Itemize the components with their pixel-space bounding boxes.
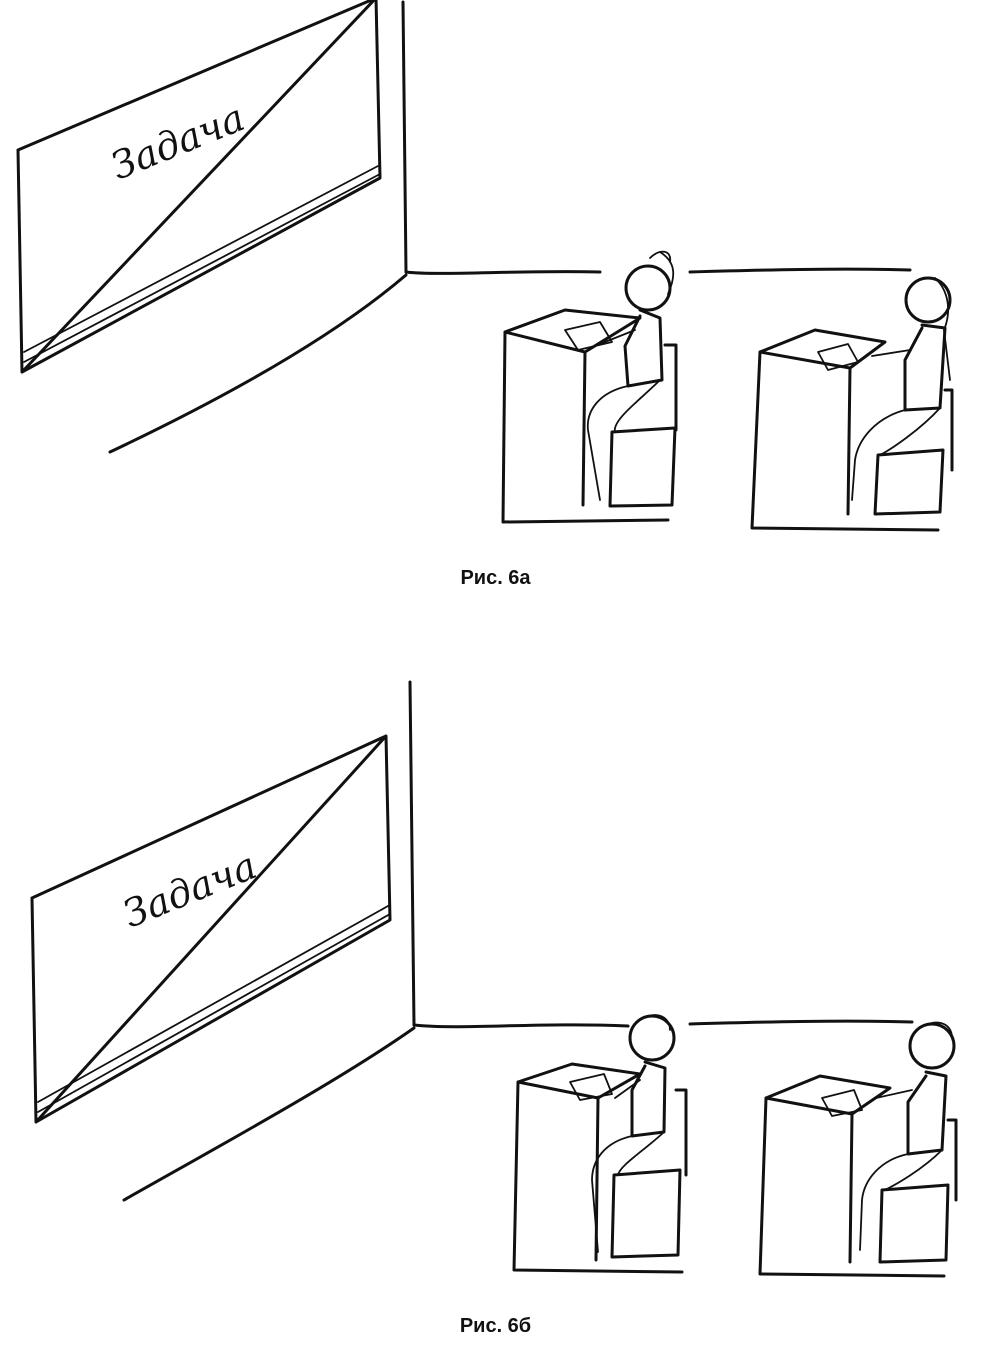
board-text: Задача <box>105 95 251 188</box>
blackboard: Задача <box>30 734 392 1124</box>
wall-corner-line <box>408 680 416 1027</box>
girl-right-upright <box>859 1021 958 1264</box>
blackboard: Задача <box>16 0 382 374</box>
board-text: Задача <box>117 843 263 936</box>
classroom-drawing-b: Задача <box>30 680 958 1278</box>
wall-corner-line <box>401 0 408 274</box>
desk-left <box>512 1062 684 1274</box>
desk-left <box>501 308 670 524</box>
figure-caption-b: Рис. 6б <box>459 1315 532 1337</box>
floor-left-line <box>122 1026 416 1202</box>
figure-6a: Задача <box>0 0 991 560</box>
floor-left-line <box>108 273 408 454</box>
desk-right <box>750 328 940 532</box>
classroom-drawing-a: Задача <box>16 0 954 532</box>
desk-right <box>758 1074 946 1278</box>
girl-left-upright <box>591 1014 688 1259</box>
floor-edge-line <box>404 267 912 275</box>
girl-left-bent <box>587 250 678 508</box>
figure-caption-a: Рис. 6а <box>460 567 531 589</box>
figure-6b: Задача <box>0 670 991 1300</box>
girl-right-bent <box>851 276 954 516</box>
floor-edge-line <box>412 1019 914 1029</box>
